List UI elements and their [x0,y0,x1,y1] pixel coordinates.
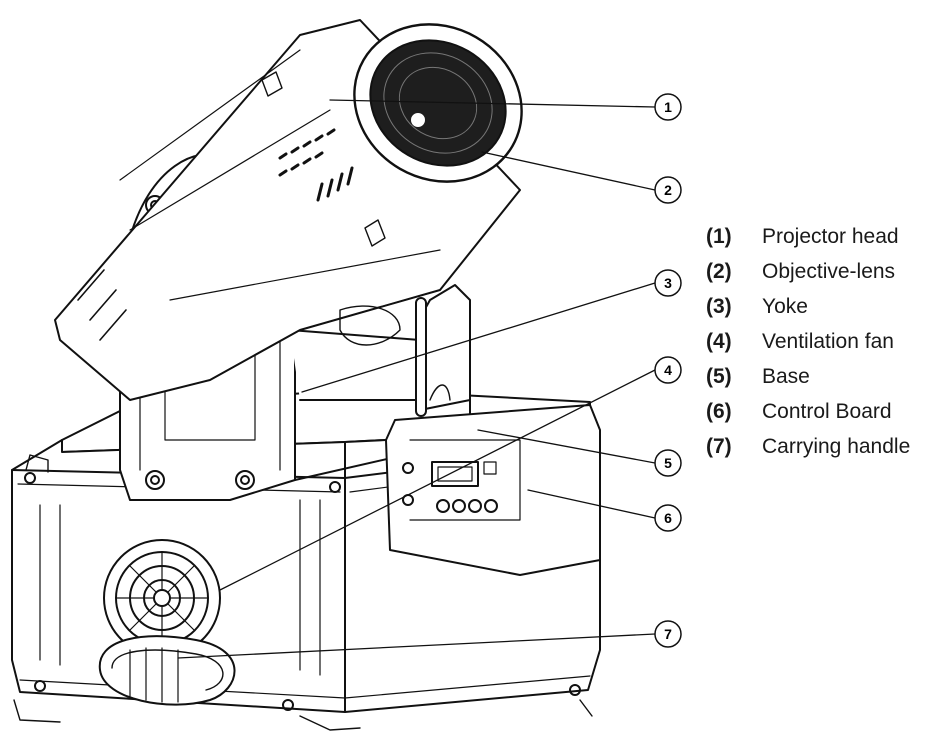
legend-item: (6) Control Board [706,394,946,429]
svg-text:4: 4 [664,362,672,378]
legend-item: (1) Projector head [706,219,946,254]
legend-item: (2) Objective-lens [706,254,946,289]
legend-label: Ventilation fan [762,329,894,353]
callout-2: 2 [654,176,682,204]
legend-label: Carrying handle [762,434,911,458]
callout-5: 5 [654,449,682,477]
legend-number: (6) [706,399,732,423]
svg-text:6: 6 [664,510,672,526]
legend-label: Projector head [762,224,899,248]
callout-4: 4 [654,356,682,384]
svg-text:3: 3 [664,275,672,291]
svg-text:7: 7 [664,626,672,642]
legend-number: (5) [706,364,732,388]
legend-item: (7) Carrying handle [706,429,946,464]
svg-text:2: 2 [664,182,672,198]
legend-item: (4) Ventilation fan [706,324,946,359]
legend-label: Objective-lens [762,259,896,283]
legend-label: Yoke [762,294,808,318]
callout-6: 6 [654,504,682,532]
legend-item: (3) Yoke [706,289,946,324]
legend-label: Control Board [762,399,892,423]
control-board [385,297,601,576]
legend-number: (1) [706,224,732,248]
leader-lines [177,99,656,659]
svg-text:1: 1 [664,99,672,115]
legend-number: (3) [706,294,732,318]
objective-lens [353,23,523,183]
carrying-handle [98,635,236,706]
callout-1: 1 [654,93,682,121]
legend-number: (7) [706,434,732,458]
legend-item: (5) Base [706,359,946,394]
legend-label: Base [762,364,810,388]
svg-text:5: 5 [664,455,672,471]
ventilation-fan [103,539,221,657]
legend-number: (4) [706,329,732,353]
callout-3: 3 [654,269,682,297]
parts-legend: (1) Projector head (2) Objective-lens (3… [706,219,946,464]
legend-number: (2) [706,259,732,283]
callout-7: 7 [654,620,682,648]
